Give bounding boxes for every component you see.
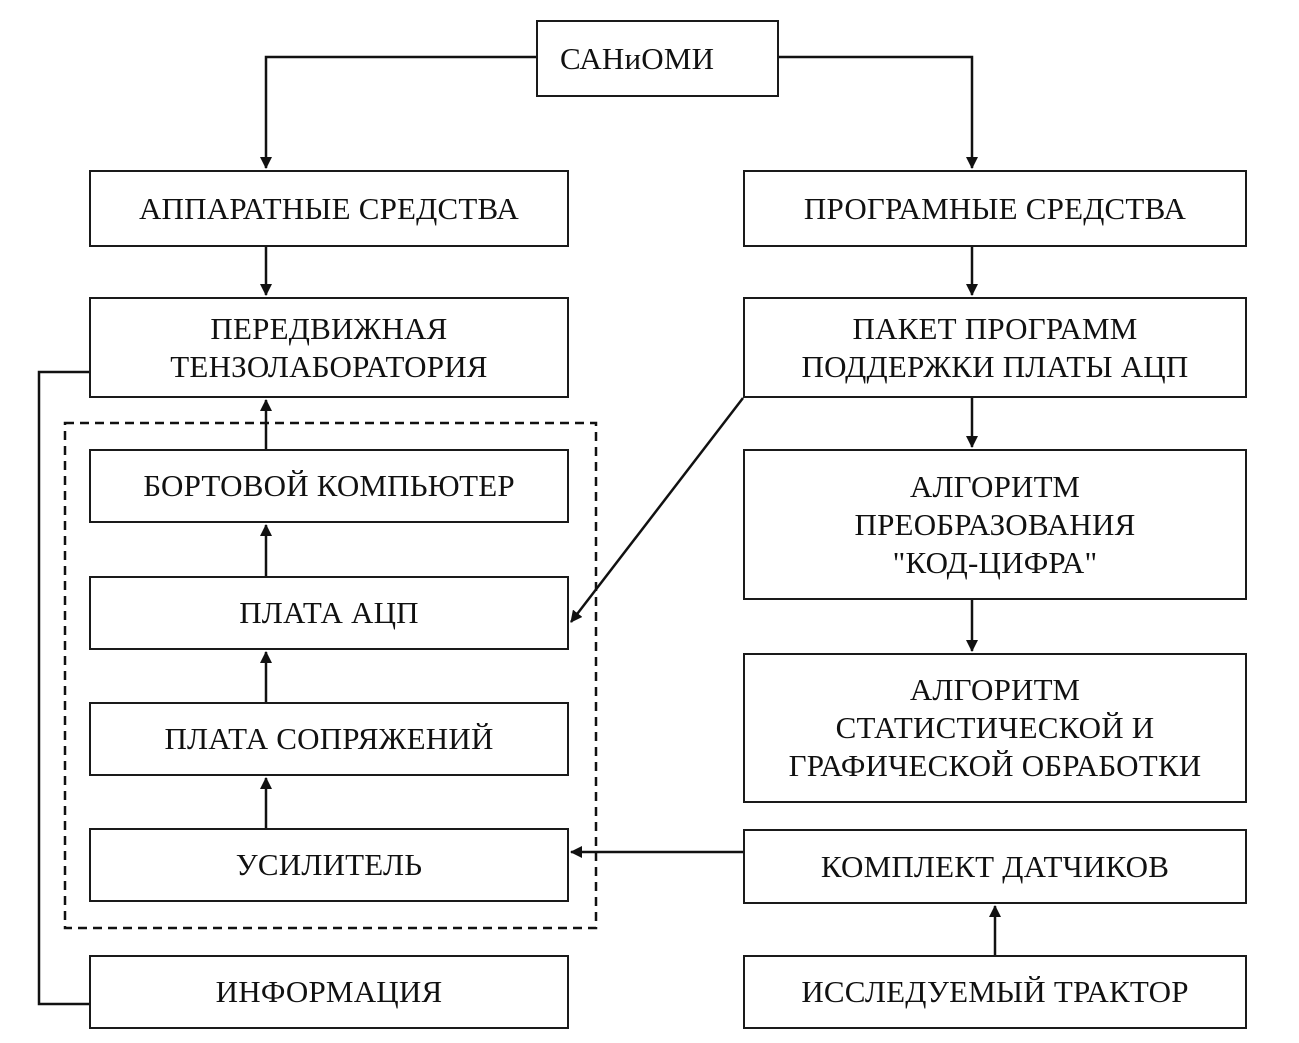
node-onboard-computer[interactable]: БОРТОВОЙ КОМПЬЮТЕР: [89, 449, 569, 523]
node-algo-stat-label: АЛГОРИТМ СТАТИСТИЧЕСКОЙ И ГРАФИЧЕСКОЙ ОБ…: [788, 672, 1202, 783]
node-root[interactable]: САНиОМИ: [536, 20, 779, 97]
node-interface-board[interactable]: ПЛАТА СОПРЯЖЕНИЙ: [89, 702, 569, 776]
node-root-label: САНиОМИ: [560, 40, 715, 76]
node-adc-board-label: ПЛАТА АЦП: [239, 595, 419, 630]
node-tractor[interactable]: ИССЛЕДУЕМЫЙ ТРАКТОР: [743, 955, 1247, 1029]
node-software[interactable]: ПРОГРАМНЫЕ СРЕДСТВА: [743, 170, 1247, 247]
node-mobile-lab-label: ПЕРЕДВИЖНАЯ ТЕНЗОЛАБОРАТОРИЯ: [170, 310, 488, 384]
node-tractor-label: ИССЛЕДУЕМЫЙ ТРАКТОР: [801, 974, 1189, 1009]
node-onboard-computer-label: БОРТОВОЙ КОМПЬЮТЕР: [143, 468, 515, 503]
edge-root-software: [779, 55, 978, 169]
node-hardware-label: АППАРАТНЫЕ СРЕДСТВА: [138, 190, 520, 226]
edge-root-hardware: [260, 55, 536, 169]
node-adc-software-package[interactable]: ПАКЕТ ПРОГРАММ ПОДДЕРЖКИ ПЛАТЫ АЦП: [743, 297, 1247, 398]
node-sensor-kit-label: КОМПЛЕКТ ДАТЧИКОВ: [820, 848, 1170, 884]
node-software-label: ПРОГРАМНЫЕ СРЕДСТВА: [803, 190, 1187, 226]
node-information-label: ИНФОРМАЦИЯ: [215, 974, 443, 1009]
node-hardware[interactable]: АППАРАТНЫЕ СРЕДСТВА: [89, 170, 569, 247]
node-sensor-kit[interactable]: КОМПЛЕКТ ДАТЧИКОВ: [743, 829, 1247, 904]
hardware-group-boundary: [63, 421, 598, 930]
node-algo-convert-label: АЛГОРИТМ ПРЕОБРАЗОВАНИЯ "КОД-ЦИФРА": [854, 468, 1136, 580]
edge-lab-info: [37, 370, 89, 1006]
node-adc-board[interactable]: ПЛАТА АЦП: [89, 576, 569, 650]
node-amplifier[interactable]: УСИЛИТЕЛЬ: [89, 828, 569, 902]
node-interface-board-label: ПЛАТА СОПРЯЖЕНИЙ: [164, 721, 494, 756]
node-algo-stat[interactable]: АЛГОРИТМ СТАТИСТИЧЕСКОЙ И ГРАФИЧЕСКОЙ ОБ…: [743, 653, 1247, 803]
node-amplifier-label: УСИЛИТЕЛЬ: [235, 847, 423, 882]
node-algo-convert[interactable]: АЛГОРИТМ ПРЕОБРАЗОВАНИЯ "КОД-ЦИФРА": [743, 449, 1247, 600]
node-mobile-lab[interactable]: ПЕРЕДВИЖНАЯ ТЕНЗОЛАБОРАТОРИЯ: [89, 297, 569, 398]
node-adc-software-package-label: ПАКЕТ ПРОГРАММ ПОДДЕРЖКИ ПЛАТЫ АЦП: [801, 310, 1189, 384]
node-information[interactable]: ИНФОРМАЦИЯ: [89, 955, 569, 1029]
edge-package-adc: [570, 397, 744, 623]
